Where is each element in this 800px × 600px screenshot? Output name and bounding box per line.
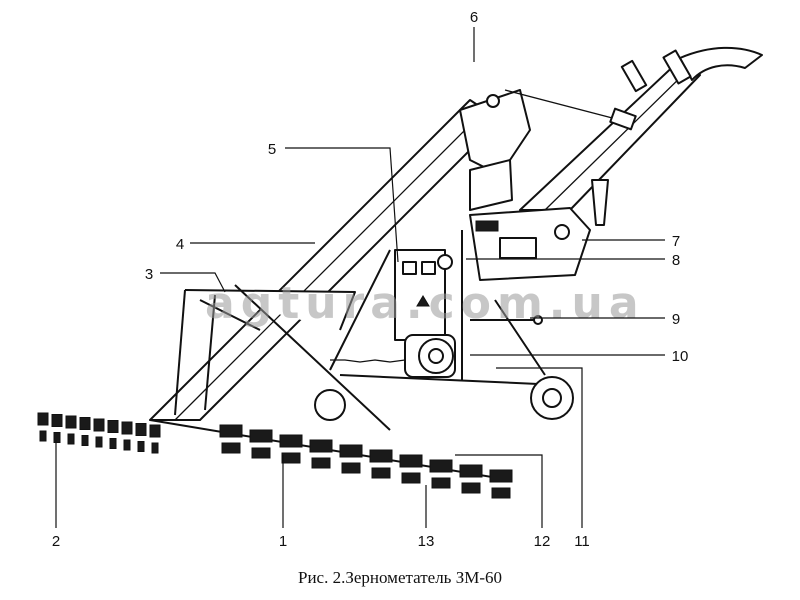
scraper-paddle-lower bbox=[491, 487, 511, 499]
scraper-paddle bbox=[489, 469, 513, 483]
scraper-paddle-lower bbox=[251, 447, 271, 459]
scraper-paddle-lower bbox=[53, 432, 61, 443]
scraper-paddle bbox=[429, 459, 453, 473]
scraper-paddles-left bbox=[37, 412, 161, 454]
callout-12: 12 bbox=[534, 533, 551, 550]
scraper-paddle-lower bbox=[39, 430, 47, 442]
hopper-housing bbox=[469, 159, 591, 281]
main-conveyor bbox=[149, 89, 531, 421]
scraper-paddle bbox=[121, 421, 133, 435]
scraper-paddle-lower bbox=[67, 433, 75, 445]
scraper-paddle-lower bbox=[281, 452, 301, 464]
callout-1: 1 bbox=[279, 533, 287, 550]
scraper-paddle bbox=[51, 414, 63, 427]
scraper-paddle bbox=[219, 424, 243, 438]
watermark: agtura.com.ua bbox=[205, 278, 645, 329]
scraper-paddle bbox=[399, 454, 423, 468]
scraper-paddle bbox=[279, 434, 303, 448]
scraper-paddle-lower bbox=[341, 462, 361, 474]
scraper-paddle-lower bbox=[81, 435, 89, 446]
scraper-paddle-lower bbox=[95, 436, 103, 448]
scraper-paddle bbox=[309, 439, 333, 453]
callout-4: 4 bbox=[176, 236, 184, 253]
wheels bbox=[314, 376, 574, 421]
callout-leaders bbox=[55, 27, 665, 528]
scraper-paddle-lower bbox=[109, 438, 117, 449]
callout-5: 5 bbox=[268, 141, 276, 158]
scraper-paddle bbox=[65, 415, 77, 429]
figure-caption: Рис. 2.Зернометатель ЗМ-60 bbox=[298, 568, 502, 587]
discharge-conveyor bbox=[504, 46, 763, 226]
scraper-paddle bbox=[369, 449, 393, 463]
scraper-paddle bbox=[459, 464, 483, 478]
scraper-paddle bbox=[339, 444, 363, 458]
scraper-paddle-lower bbox=[431, 477, 451, 489]
callout-9: 9 bbox=[672, 311, 680, 328]
callout-11: 11 bbox=[574, 533, 590, 550]
callout-2: 2 bbox=[52, 533, 60, 550]
frame bbox=[329, 230, 561, 386]
scraper-paddle bbox=[93, 418, 105, 432]
scraper-paddle-lower bbox=[461, 482, 481, 494]
scraper-paddles-right bbox=[219, 424, 513, 499]
scraper-paddle-lower bbox=[371, 467, 391, 479]
scraper-paddle-lower bbox=[151, 442, 159, 454]
scraper-paddle bbox=[149, 424, 161, 438]
scraper-paddle-lower bbox=[311, 457, 331, 469]
scraper-paddle bbox=[107, 420, 119, 433]
scraper-paddle-lower bbox=[137, 441, 145, 452]
callout-13: 13 bbox=[418, 533, 435, 550]
callout-7: 7 bbox=[672, 233, 680, 250]
scraper-paddle-lower bbox=[221, 442, 241, 454]
scraper-paddle bbox=[37, 412, 49, 426]
scraper-paddle-lower bbox=[401, 472, 421, 484]
callout-3: 3 bbox=[145, 266, 153, 283]
electric-motor bbox=[330, 334, 456, 378]
callout-10: 10 bbox=[672, 348, 689, 365]
scraper-paddle bbox=[249, 429, 273, 443]
scraper-paddle bbox=[79, 417, 91, 430]
callout-6: 6 bbox=[470, 9, 478, 26]
scraper-paddle-lower bbox=[123, 439, 131, 451]
scraper-paddle bbox=[135, 423, 147, 436]
callout-8: 8 bbox=[672, 252, 680, 269]
